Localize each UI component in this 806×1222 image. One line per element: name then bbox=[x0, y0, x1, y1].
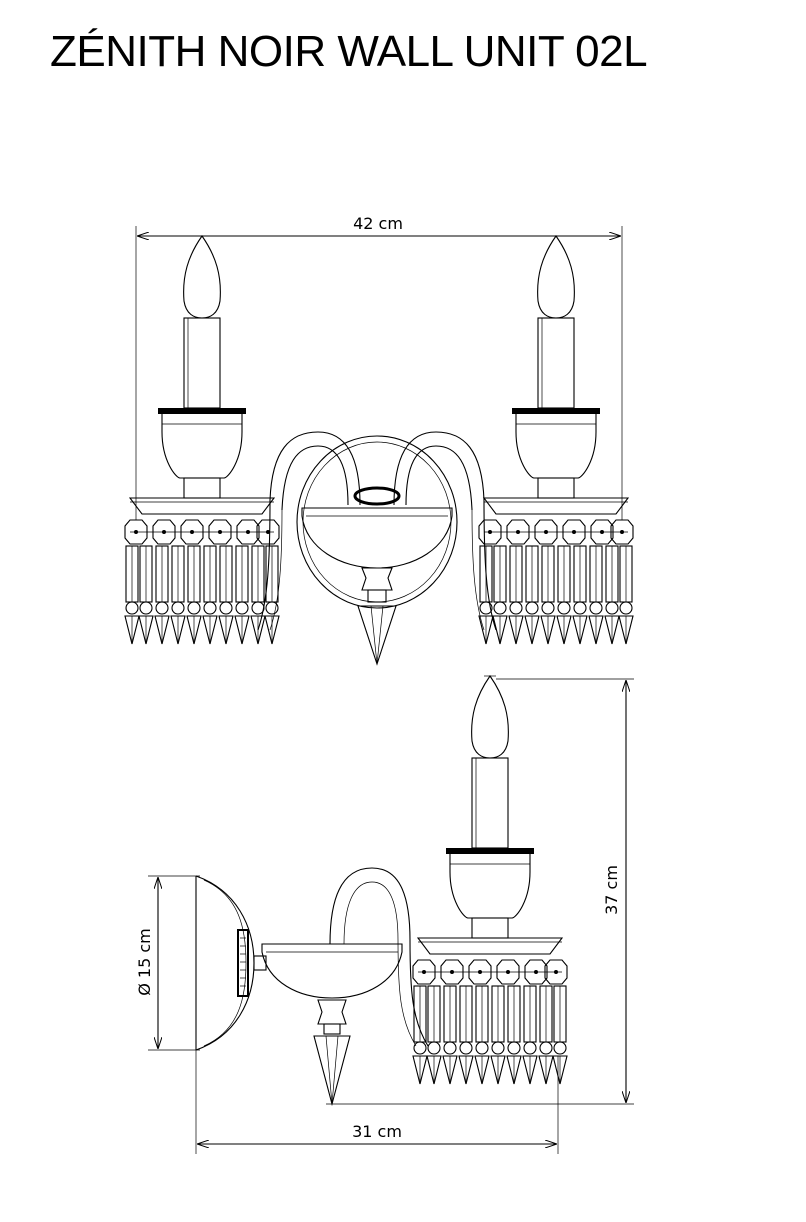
right-candle-arm bbox=[479, 236, 633, 644]
side-candle-arm bbox=[413, 676, 567, 1084]
back-plate bbox=[296, 435, 458, 609]
height-label: 37 cm bbox=[602, 865, 621, 915]
depth-label: 31 cm bbox=[352, 1122, 402, 1141]
side-view: 37 cm Ø 15 cm 31 cm bbox=[135, 676, 634, 1154]
left-candle-arm bbox=[125, 236, 279, 644]
diameter-label: Ø 15 cm bbox=[135, 928, 154, 996]
width-label: 42 cm bbox=[353, 214, 403, 233]
central-drop bbox=[357, 605, 397, 666]
arm-right bbox=[393, 431, 485, 506]
front-view: 42 cm bbox=[125, 214, 633, 666]
arm-left bbox=[269, 431, 361, 506]
page-title: ZÉNITH NOIR WALL UNIT 02L bbox=[50, 27, 648, 76]
side-bowl bbox=[261, 943, 403, 999]
side-drop bbox=[313, 1035, 351, 1107]
side-arm bbox=[329, 867, 429, 1047]
central-bowl bbox=[301, 507, 453, 569]
wall-dome bbox=[195, 875, 255, 1051]
